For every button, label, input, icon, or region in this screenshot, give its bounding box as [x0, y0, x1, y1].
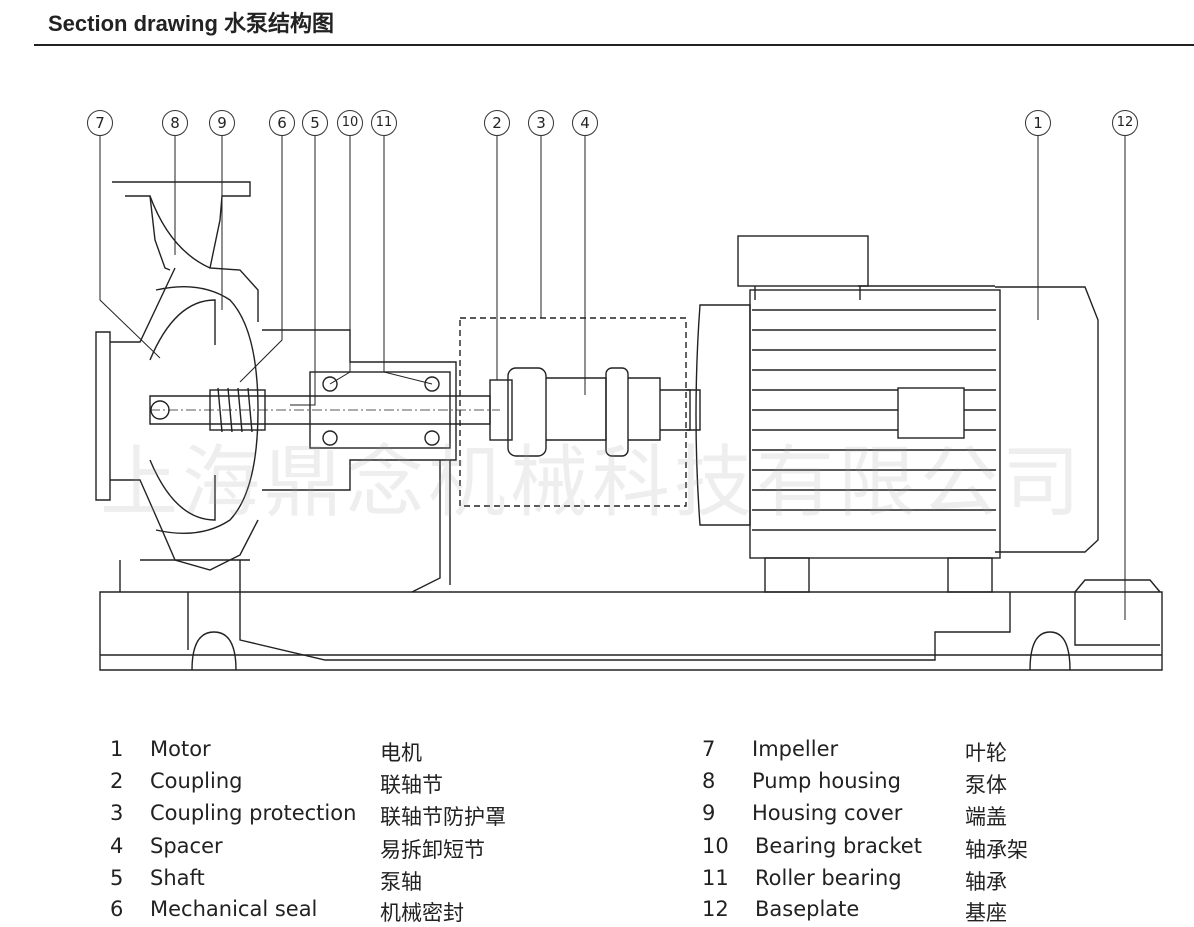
- baseplate-shape: [99, 579, 1163, 671]
- legend-english: Pump housing: [752, 769, 901, 793]
- callout-3: 3: [528, 110, 554, 136]
- legend-english: Shaft: [150, 866, 205, 890]
- legend-english: Coupling: [150, 769, 243, 793]
- legend-chinese: 轴承架: [965, 838, 1028, 862]
- legend-english: Impeller: [752, 737, 839, 761]
- impeller-shape: [149, 299, 216, 521]
- legend-chinese: 联轴节: [380, 773, 443, 797]
- bearing-bracket-shape: [262, 329, 457, 593]
- legend-english: Spacer: [150, 834, 223, 858]
- legend-number: 8: [702, 769, 716, 793]
- callout-7: 7: [87, 110, 113, 136]
- pump-housing-shape: [95, 181, 259, 592]
- callout-10: 10: [337, 110, 363, 136]
- callout-2: 2: [484, 110, 510, 136]
- legend-number: 9: [702, 801, 716, 825]
- callout-9: 9: [209, 110, 235, 136]
- legend-chinese: 联轴节防护罩: [380, 805, 506, 829]
- legend-number: 5: [110, 866, 124, 890]
- legend-number: 10: [702, 834, 729, 858]
- legend-number: 1: [110, 737, 124, 761]
- legend-english: Coupling protection: [150, 801, 357, 825]
- legend-number: 2: [110, 769, 124, 793]
- legend-chinese: 端盖: [965, 805, 1007, 829]
- motor-shape: [686, 235, 1099, 593]
- leader-lines: [99, 136, 1126, 620]
- callout-5: 5: [302, 110, 328, 136]
- legend-number: 12: [702, 897, 729, 921]
- legend-number: 6: [110, 897, 124, 921]
- legend-chinese: 泵轴: [380, 870, 422, 894]
- pump-section-drawing: [95, 136, 1163, 671]
- callout-1: 1: [1025, 110, 1051, 136]
- legend-chinese: 机械密封: [380, 901, 464, 925]
- callout-12: 12: [1112, 110, 1138, 136]
- legend-number: 4: [110, 834, 124, 858]
- legend-chinese: 电机: [380, 741, 422, 765]
- legend-number: 3: [110, 801, 124, 825]
- legend-english: Mechanical seal: [150, 897, 318, 921]
- coupling-shape: [489, 367, 691, 457]
- mechanical-seal-shape: [209, 387, 266, 433]
- legend-chinese: 轴承: [965, 870, 1007, 894]
- legend-number: 11: [702, 866, 729, 890]
- legend-chinese: 叶轮: [965, 741, 1007, 765]
- legend-english: Motor: [150, 737, 211, 761]
- legend-chinese: 泵体: [965, 773, 1007, 797]
- callout-6: 6: [269, 110, 295, 136]
- legend-chinese: 基座: [965, 901, 1007, 925]
- legend-english: Roller bearing: [755, 866, 902, 890]
- legend-english: Baseplate: [755, 897, 860, 921]
- callout-11: 11: [371, 110, 397, 136]
- legend-number: 7: [702, 737, 716, 761]
- legend-english: Bearing bracket: [755, 834, 922, 858]
- legend-chinese: 易拆卸短节: [380, 838, 485, 862]
- coupling-guard-outline: [459, 317, 687, 507]
- callout-4: 4: [572, 110, 598, 136]
- shaft-shape: [149, 395, 491, 425]
- page-title: Section drawing 水泵结构图: [48, 11, 335, 36]
- title-divider: [34, 44, 1194, 46]
- legend-english: Housing cover: [752, 801, 903, 825]
- callout-8: 8: [162, 110, 188, 136]
